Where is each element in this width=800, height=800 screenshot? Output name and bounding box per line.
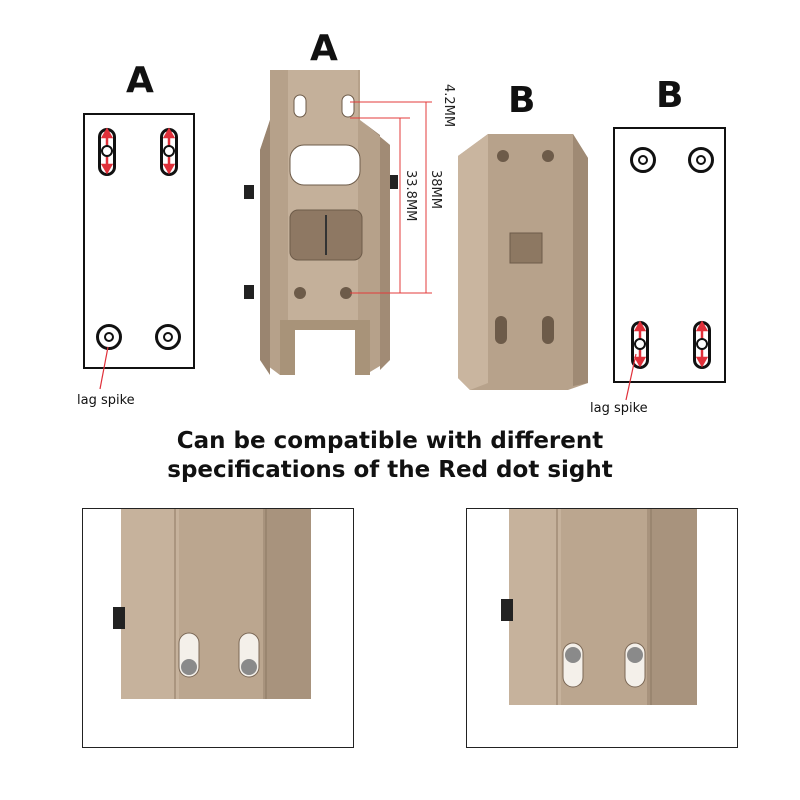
photo-bottom-right	[466, 508, 738, 748]
label-a-left: A	[126, 60, 154, 101]
dimension-38mm: 38MM	[428, 170, 443, 209]
callout-line-right	[625, 353, 637, 401]
mount-closeup-left	[83, 509, 353, 747]
screw-ring-right	[155, 324, 181, 350]
lag-spike-label-left: lag spike	[77, 393, 135, 408]
dimension-lines	[350, 101, 432, 294]
adjust-arrows-icon	[633, 320, 709, 368]
dimension-4-2mm: 4.2MM	[441, 84, 456, 128]
label-b-middle: B	[508, 80, 536, 121]
screw-ring-top-left	[630, 147, 656, 173]
adjust-arrows-icon	[100, 127, 176, 175]
dimension-33-8mm: 33.8MM	[403, 170, 418, 222]
headline-line-1: Can be compatible with different	[176, 428, 604, 454]
mount-b-image	[458, 134, 588, 390]
lag-spike-ring-left	[96, 324, 122, 350]
plate-a-diagram	[83, 113, 195, 369]
label-a-top: A	[310, 28, 338, 69]
headline: Can be compatible with different specifi…	[0, 427, 790, 485]
headline-line-2: specifications of the Red dot sight	[167, 457, 613, 483]
photo-bottom-left	[82, 508, 354, 748]
screw-ring-top-right	[688, 147, 714, 173]
callout-line-left	[99, 346, 109, 390]
plate-b-diagram	[613, 127, 726, 383]
lag-spike-label-right: lag spike	[590, 401, 648, 416]
mount-a-image	[244, 70, 398, 375]
mount-closeup-right	[467, 509, 737, 747]
label-b-right: B	[656, 75, 684, 116]
